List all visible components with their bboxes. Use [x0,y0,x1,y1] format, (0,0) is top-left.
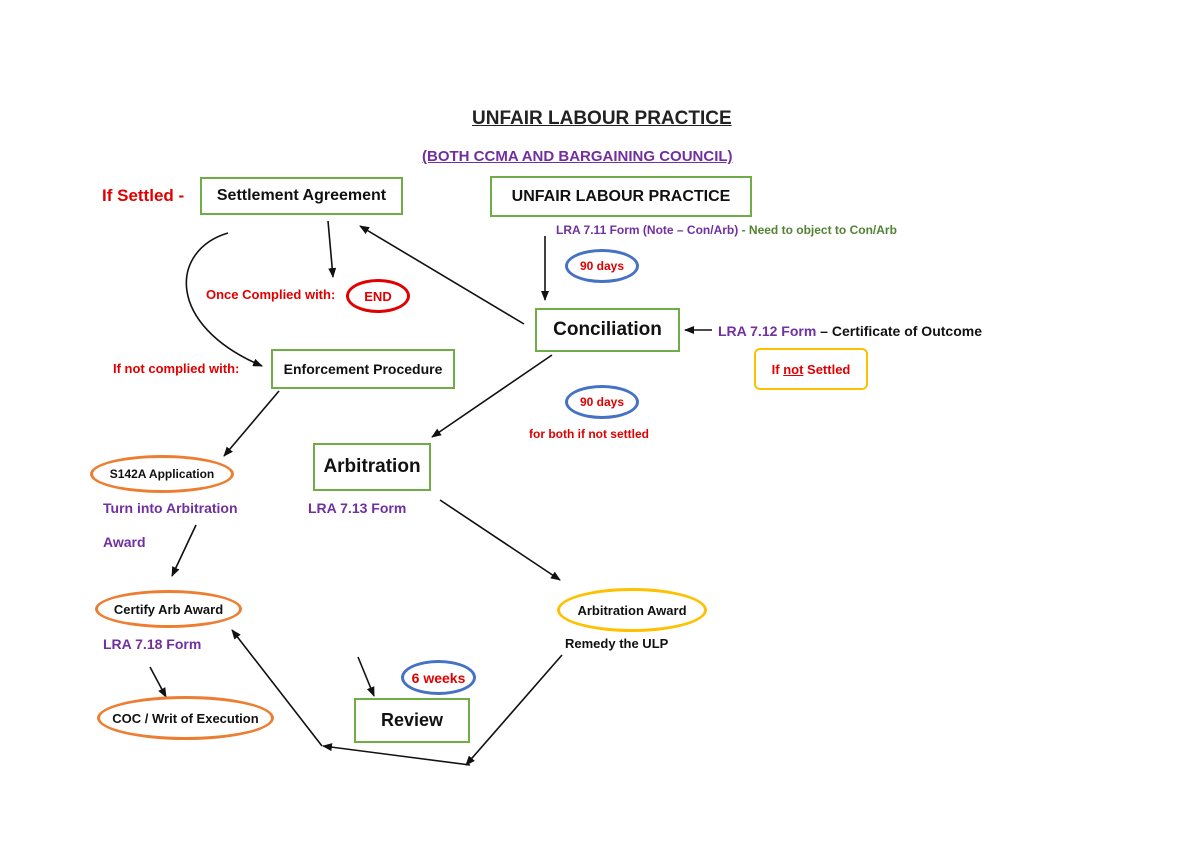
coc-writ-label: COC / Writ of Execution [112,710,259,726]
review-label: Review [380,710,444,730]
arrow-award-to-bottom [465,654,563,766]
once-complied-label: Once Complied with: [206,287,336,302]
arrow-arbitration-to-award [439,499,561,581]
six-weeks-label: 6 weeks [411,669,466,686]
enforcement-procedure-label: Enforcement Procedure [283,361,443,377]
arbitration-label: Arbitration [323,456,421,477]
ninety-days-oval-top: 90 days [565,249,639,283]
form-712-line: LRA 7.12 Form – Certificate of Outcome [718,323,982,339]
if-prefix: If [771,361,784,377]
page-title: UNFAIR LABOUR PRACTICE [472,108,732,129]
six-weeks-oval: 6 weeks [401,660,476,695]
award-label: Award [103,534,146,550]
form-711-note: - Need to object to Con/Arb [738,223,897,237]
arrow-into-review [357,656,375,697]
ninety-days-oval-bottom: 90 days [565,385,639,419]
ninety-days-label-bottom: 90 days [579,395,625,409]
if-not-settled-box: If not Settled [754,348,868,390]
form-712-desc: – Certificate of Outcome [816,323,982,339]
arbitration-award-label: Arbitration Award [577,602,687,618]
if-settled-label: If Settled - [102,186,185,205]
arrow-settlement-to-enforcement [185,232,263,367]
ninety-days-label-top: 90 days [579,259,625,273]
conciliation-box: Conciliation [535,308,680,352]
enforcement-procedure-box: Enforcement Procedure [271,349,455,389]
end-oval: END [346,279,410,313]
both-not-settled-label: for both if not settled [529,427,649,441]
arrow-bottom-to-left [322,743,471,766]
form-718-label: LRA 7.18 Form [103,636,202,652]
arrow-settlement-to-end [327,220,337,278]
remedy-label: Remedy the ULP [565,636,669,651]
arbitration-award-oval: Arbitration Award [557,588,707,632]
settled-suffix: Settled [803,361,851,377]
conciliation-label: Conciliation [553,319,662,340]
settlement-agreement-box: Settlement Agreement [200,177,403,215]
arrow-s142a-to-certify [171,524,197,577]
arrow-certify-to-coc [149,666,167,698]
ulp-box: UNFAIR LABOUR PRACTICE [490,176,752,217]
s142a-oval: S142A Application [90,455,234,493]
arrow-conciliation-to-arbitration [431,354,553,438]
form-712-label: LRA 7.12 Form [718,323,817,339]
turn-into-label: Turn into Arbitration [103,500,238,516]
if-not-complied-label: If not complied with: [113,361,240,376]
form-711-line: LRA 7.11 Form (Note – Con/Arb) - Need to… [556,223,897,237]
arrow-to-certify [231,629,323,747]
form-711-label: LRA 7.11 Form (Note – Con/Arb) [556,223,739,237]
certify-award-label: Certify Arb Award [113,601,224,617]
coc-writ-oval: COC / Writ of Execution [97,696,274,740]
certify-award-oval: Certify Arb Award [95,590,242,628]
arrow-enforcement-to-s142a [223,390,280,457]
page-subtitle: (BOTH CCMA AND BARGAINING COUNCIL) [422,148,733,165]
settlement-agreement-label: Settlement Agreement [216,187,387,204]
review-box: Review [354,698,470,743]
not-word: not [783,361,804,377]
s142a-label: S142A Application [109,467,215,481]
ulp-label: UNFAIR LABOUR PRACTICE [511,187,731,205]
arbitration-box: Arbitration [313,443,431,491]
form-713-label: LRA 7.13 Form [308,500,407,516]
end-label: END [364,288,392,304]
arrow-conciliation-to-settlement [359,225,525,325]
